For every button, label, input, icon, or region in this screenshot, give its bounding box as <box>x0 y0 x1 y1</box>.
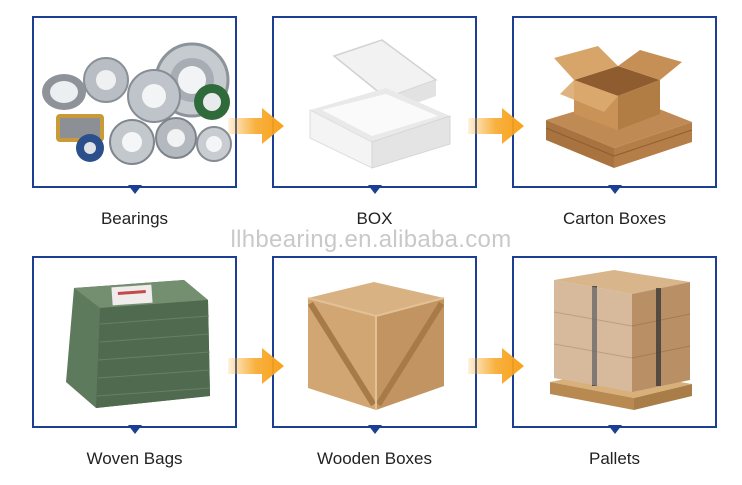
step-label: BOX <box>356 209 393 228</box>
caption-pointer <box>368 425 382 434</box>
caption-pointer <box>608 185 622 194</box>
woven-bag-photo-icon <box>32 256 237 428</box>
flow-arrow-icon <box>468 346 524 386</box>
carton-boxes-photo-icon <box>512 16 717 188</box>
caption-pointer <box>128 185 142 194</box>
wooden-crate-photo-icon <box>272 256 477 428</box>
step-label: Bearings <box>100 209 169 228</box>
flow-arrow-icon <box>468 106 524 146</box>
caption-pointer <box>608 425 622 434</box>
step-box: BOX <box>272 16 477 228</box>
caption-pointer <box>128 425 142 434</box>
flow-arrow-icon <box>228 346 284 386</box>
step-pallets: Pallets <box>512 256 717 468</box>
white-box-photo-icon <box>272 16 477 188</box>
pallet-photo-icon <box>512 256 717 428</box>
watermark: llhbearing.en.alibaba.com <box>230 226 512 253</box>
step-label: Carton Boxes <box>563 209 666 228</box>
step-woven-bags: Woven Bags <box>32 256 237 468</box>
caption-pointer <box>368 185 382 194</box>
step-label: Woven Bags <box>86 449 183 468</box>
step-wooden-boxes: Wooden Boxes <box>272 256 477 468</box>
step-label: Pallets <box>588 449 641 468</box>
step-label: Wooden Boxes <box>317 449 432 468</box>
step-bearings: Bearings <box>32 16 237 228</box>
bearings-photo-icon <box>32 16 237 188</box>
step-carton-boxes: Carton Boxes <box>512 16 717 228</box>
flow-arrow-icon <box>228 106 284 146</box>
